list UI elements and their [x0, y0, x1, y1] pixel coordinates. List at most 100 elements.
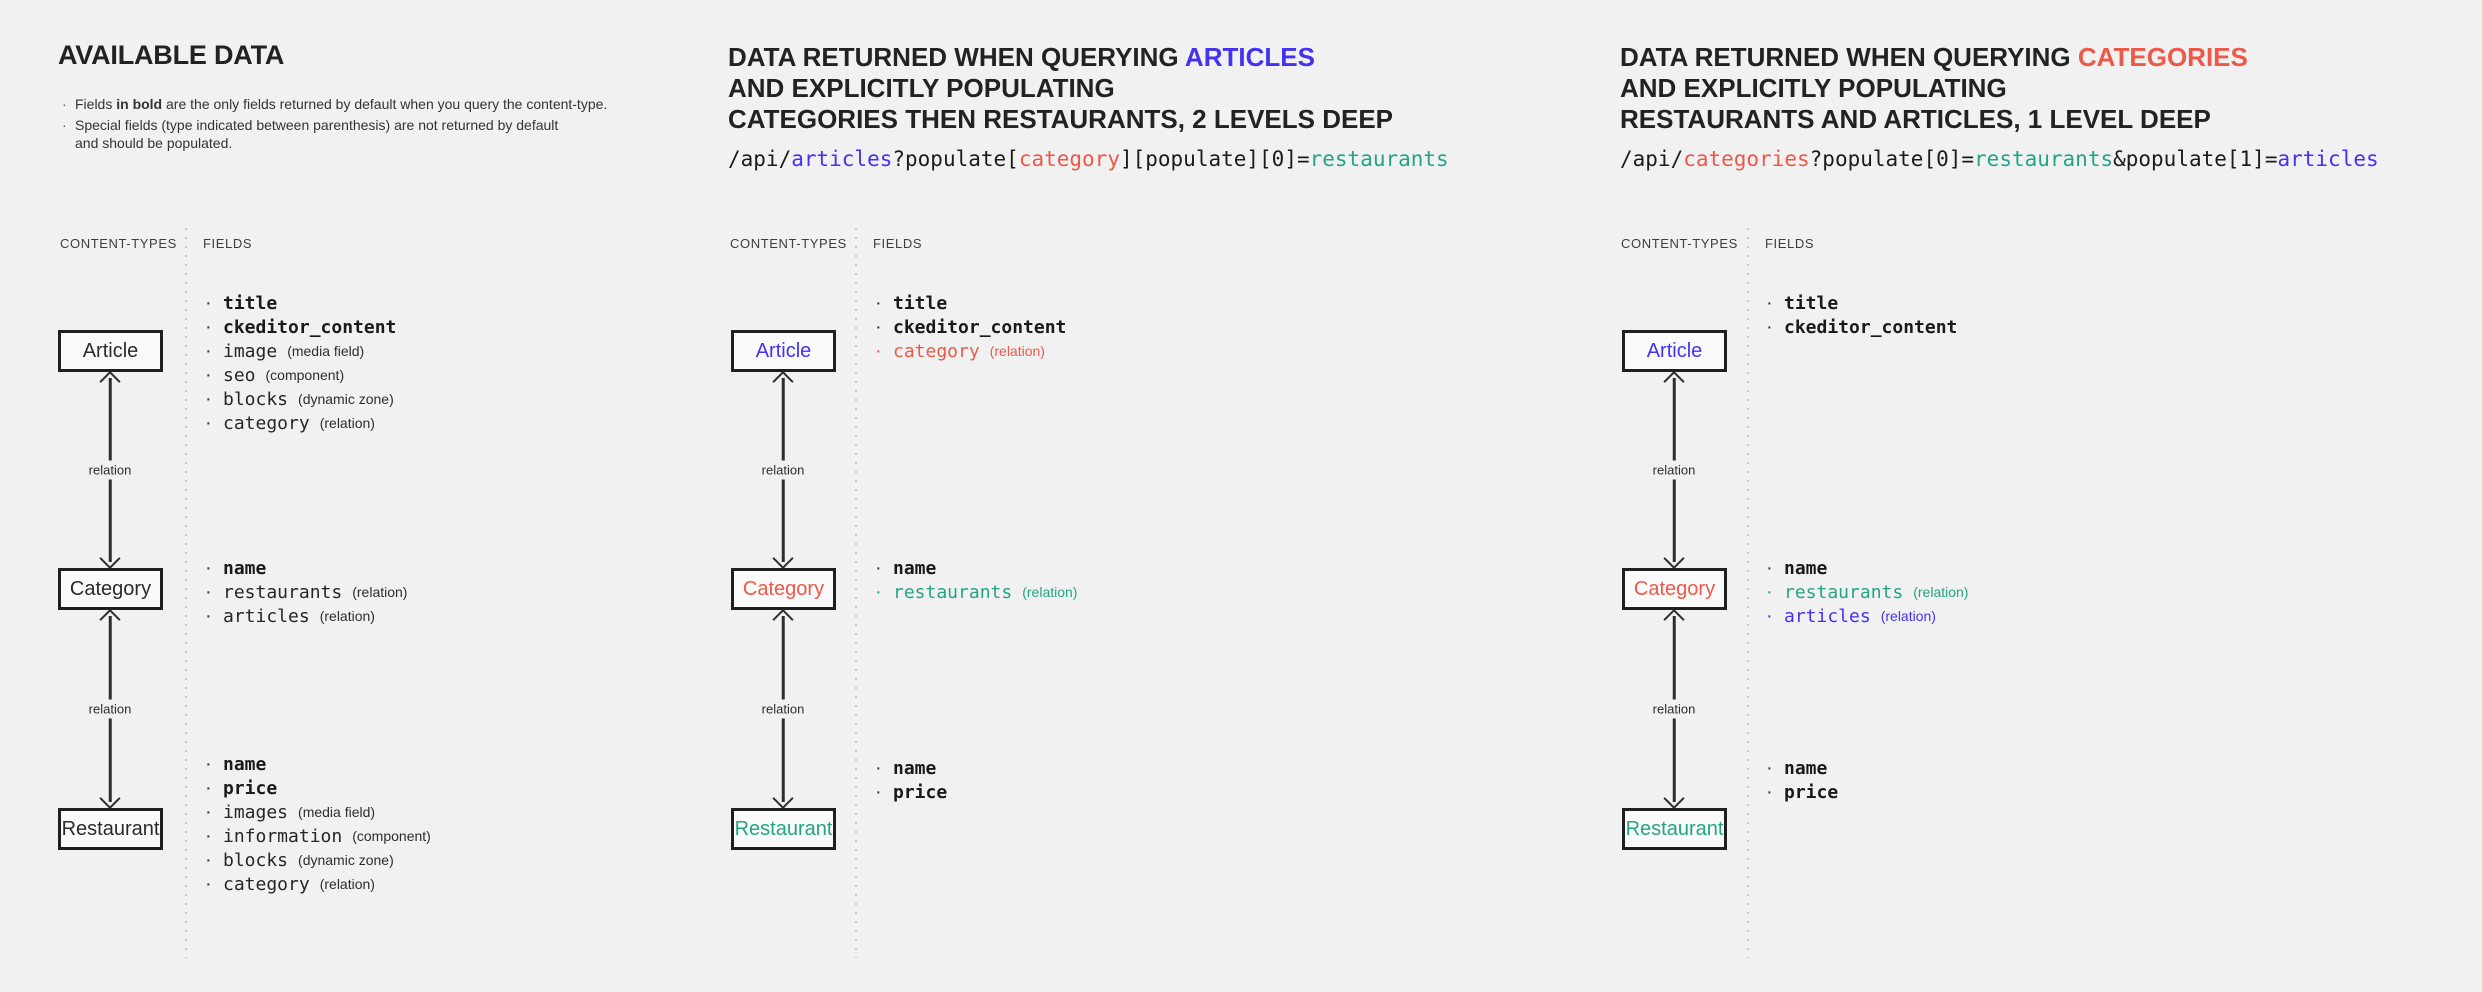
field-row: · blocks (dynamic zone) — [205, 848, 431, 872]
field-type: (relation) — [319, 415, 375, 431]
field-type: (relation) — [319, 876, 375, 892]
field-name: restaurants — [893, 581, 1013, 603]
field-name: restaurants — [223, 581, 343, 603]
field-type: (relation) — [1913, 584, 1969, 600]
field-type: (dynamic zone) — [298, 391, 394, 407]
bullet-icon: · — [1766, 580, 1773, 603]
relation-label: relation — [1647, 460, 1701, 480]
node-category: Category — [1622, 568, 1727, 610]
arrowhead-up-icon — [772, 608, 794, 631]
fields-header: FIELDS — [873, 236, 923, 251]
field-type: (relation) — [319, 608, 375, 624]
relation-arrow: relation — [83, 608, 137, 810]
category-fields-list: ·name · restaurants (relation) — [875, 556, 1077, 604]
note-item: · Fields in bold are the only fields ret… — [62, 95, 607, 113]
field-type: (media field) — [287, 343, 365, 359]
bullet-icon: · — [205, 339, 212, 362]
field-row: ·title — [875, 291, 1076, 315]
field-name: articles — [1784, 605, 1871, 627]
relation-label: relation — [83, 460, 137, 480]
field-name: price — [893, 781, 948, 803]
relation-arrow: relation — [1647, 608, 1701, 810]
field-row: ·ckeditor_content — [205, 315, 406, 339]
arrowhead-up-icon — [99, 608, 121, 631]
bullet-icon: · — [875, 780, 882, 803]
category-fields-list: ·name ·restaurants(relation) ·articles(r… — [205, 556, 407, 628]
restaurant-fields-list: ·name ·price ·images(media field) ·infor… — [205, 752, 431, 896]
node-article: Article — [58, 330, 163, 372]
bullet-icon: · — [875, 315, 882, 338]
field-name: blocks — [223, 849, 289, 871]
field-row: · name — [1766, 556, 1968, 580]
field-type: (relation) — [989, 343, 1045, 359]
field-row: · image (media field) — [205, 339, 406, 363]
arrowhead-up-icon — [772, 370, 794, 393]
title-line: DATA RETURNED WHEN QUERYING CATEGORIES — [1620, 42, 2248, 72]
column-divider — [185, 228, 187, 958]
title-line: AND EXPLICITLY POPULATING — [728, 73, 1115, 103]
field-name: image — [223, 340, 278, 362]
content-types-header: CONTENT-TYPES — [60, 236, 177, 251]
field-row: · restaurants (relation) — [875, 580, 1077, 604]
article-fields-list: ·title ·ckeditor_content — [1766, 291, 1967, 339]
field-type: (relation) — [1022, 584, 1078, 600]
field-row: ·name — [875, 556, 1077, 580]
bullet-icon: · — [875, 580, 882, 603]
field-name: name — [1784, 557, 1828, 579]
bullet-icon: · — [205, 291, 212, 314]
node-category: Category — [58, 568, 163, 610]
relation-arrow: relation — [1647, 370, 1701, 570]
field-name: ckeditor_content — [1784, 316, 1958, 338]
relation-arrow: relation — [756, 608, 810, 810]
field-type: (dynamic zone) — [298, 852, 394, 868]
bullet-icon: · — [205, 363, 212, 386]
field-row: ·price — [205, 776, 431, 800]
bullet-icon: · — [205, 872, 212, 895]
bullet-icon: · — [205, 556, 212, 579]
field-name: title — [223, 292, 278, 314]
field-row: ·category(relation) — [875, 339, 1076, 363]
bullet-icon: · — [62, 96, 67, 112]
arrowhead-down-icon — [1663, 547, 1685, 570]
node-article: Article — [1622, 330, 1727, 372]
field-name: name — [893, 757, 937, 779]
bullet-icon: · — [875, 339, 882, 362]
arrowhead-down-icon — [772, 547, 794, 570]
column2-title: DATA RETURNED WHEN QUERYING ARTICLES AND… — [728, 42, 1393, 135]
bullet-icon: · — [205, 848, 212, 871]
field-name: name — [893, 557, 937, 579]
title-line: RESTAURANTS AND ARTICLES, 1 LEVEL DEEP — [1620, 104, 2211, 134]
field-row: ·name — [1766, 756, 1848, 780]
restaurant-fields-list: · name · price — [875, 756, 957, 804]
title-line: CATEGORIES THEN RESTAURANTS, 2 LEVELS DE… — [728, 104, 1394, 134]
field-row: ·ckeditor_content — [875, 315, 1076, 339]
field-type: (relation) — [352, 584, 408, 600]
bullet-icon: · — [875, 756, 882, 779]
field-name: name — [223, 557, 267, 579]
field-name: ckeditor_content — [223, 316, 397, 338]
arrowhead-down-icon — [99, 787, 121, 810]
node-category: Category — [731, 568, 836, 610]
field-row: · title — [205, 291, 406, 315]
field-name: seo — [223, 364, 256, 386]
fields-header: FIELDS — [1765, 236, 1815, 251]
column1-title: AVAILABLE DATA — [58, 40, 285, 70]
api-url: /api/articles?populate[category][populat… — [728, 147, 1449, 171]
bullet-icon: · — [205, 604, 212, 627]
bullet-icon: · — [1766, 556, 1773, 579]
field-row: ·title — [1766, 291, 1967, 315]
field-name: category — [223, 412, 310, 434]
bullet-icon: · — [1766, 780, 1773, 803]
column-divider — [1747, 228, 1749, 958]
field-row: ·ckeditor_content — [1766, 315, 1967, 339]
bullet-icon: · — [205, 800, 212, 823]
field-name: name — [1784, 757, 1828, 779]
field-type: (relation) — [1880, 608, 1936, 624]
note-item: · Special fields (type indicated between… — [62, 116, 607, 152]
column3-title: DATA RETURNED WHEN QUERYING CATEGORIES A… — [1620, 42, 2248, 135]
node-restaurant: Restaurant — [58, 808, 163, 850]
node-article: Article — [731, 330, 836, 372]
arrowhead-up-icon — [1663, 608, 1685, 631]
node-restaurant: Restaurant — [1622, 808, 1727, 850]
